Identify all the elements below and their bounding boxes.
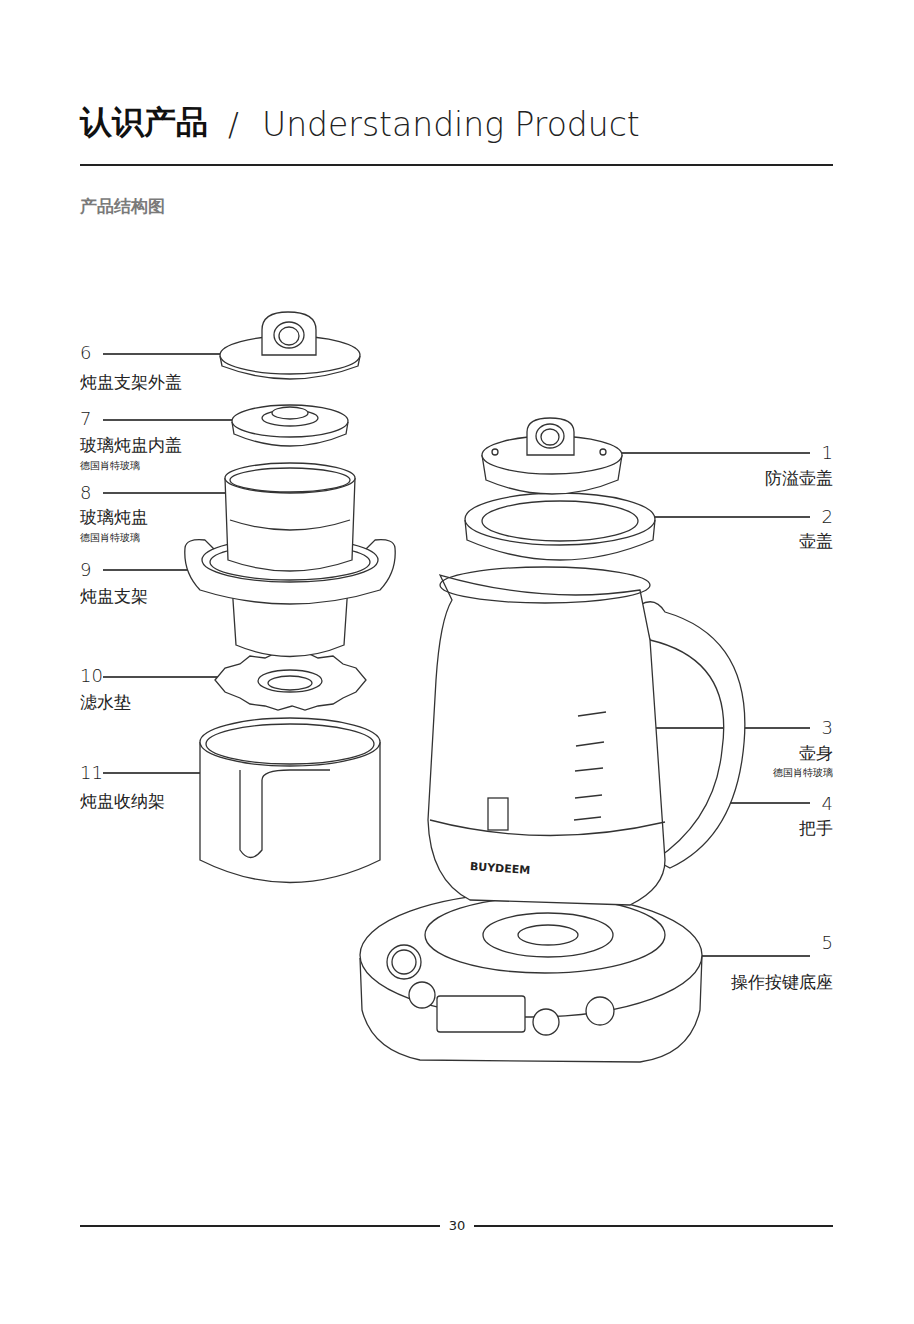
part-name: 玻璃炖盅内盖 bbox=[80, 437, 182, 454]
callout-number: 11 bbox=[80, 764, 103, 782]
callout-number: 9 bbox=[80, 561, 91, 579]
footer-rule bbox=[474, 1225, 833, 1227]
footer-rule bbox=[80, 1225, 440, 1227]
section-heading: 产品结构图 bbox=[80, 198, 165, 215]
callout-number: 6 bbox=[80, 344, 91, 362]
kettle bbox=[360, 418, 745, 1062]
part-name: 防溢壶盖 bbox=[765, 470, 833, 487]
page-number: 30 bbox=[449, 1219, 466, 1232]
part-name: 壶身 bbox=[799, 745, 833, 762]
material-note: 德国肖特玻璃 bbox=[80, 461, 140, 471]
callout-number: 4 bbox=[822, 795, 833, 813]
part-name: 玻璃炖盅 bbox=[80, 509, 148, 526]
title-english: Understanding Product bbox=[262, 108, 640, 141]
material-note: 德国肖特玻璃 bbox=[773, 768, 833, 778]
part-name: 壶盖 bbox=[799, 533, 833, 550]
part-name: 把手 bbox=[799, 820, 833, 837]
part-name: 操作按键底座 bbox=[731, 974, 833, 991]
material-note: 德国肖特玻璃 bbox=[80, 533, 140, 543]
callout-number: 1 bbox=[822, 444, 833, 462]
part-name: 炖盅收纳架 bbox=[80, 793, 165, 810]
stew-pot-parts bbox=[185, 312, 395, 883]
callout-number: 7 bbox=[80, 410, 91, 428]
callout-number: 8 bbox=[80, 484, 91, 502]
part-name: 滤水垫 bbox=[80, 694, 131, 711]
callout-number: 2 bbox=[822, 508, 833, 526]
header-rule bbox=[80, 164, 833, 166]
callout-number: 3 bbox=[822, 719, 833, 737]
callout-number: 10 bbox=[80, 667, 103, 685]
part-name: 炖盅支架 bbox=[80, 588, 148, 605]
part-name: 炖盅支架外盖 bbox=[80, 374, 182, 391]
page-title: 认识产品 bbox=[80, 106, 208, 138]
title-separator: / bbox=[228, 108, 239, 140]
leader-lines bbox=[103, 354, 810, 956]
callout-number: 5 bbox=[822, 934, 833, 952]
